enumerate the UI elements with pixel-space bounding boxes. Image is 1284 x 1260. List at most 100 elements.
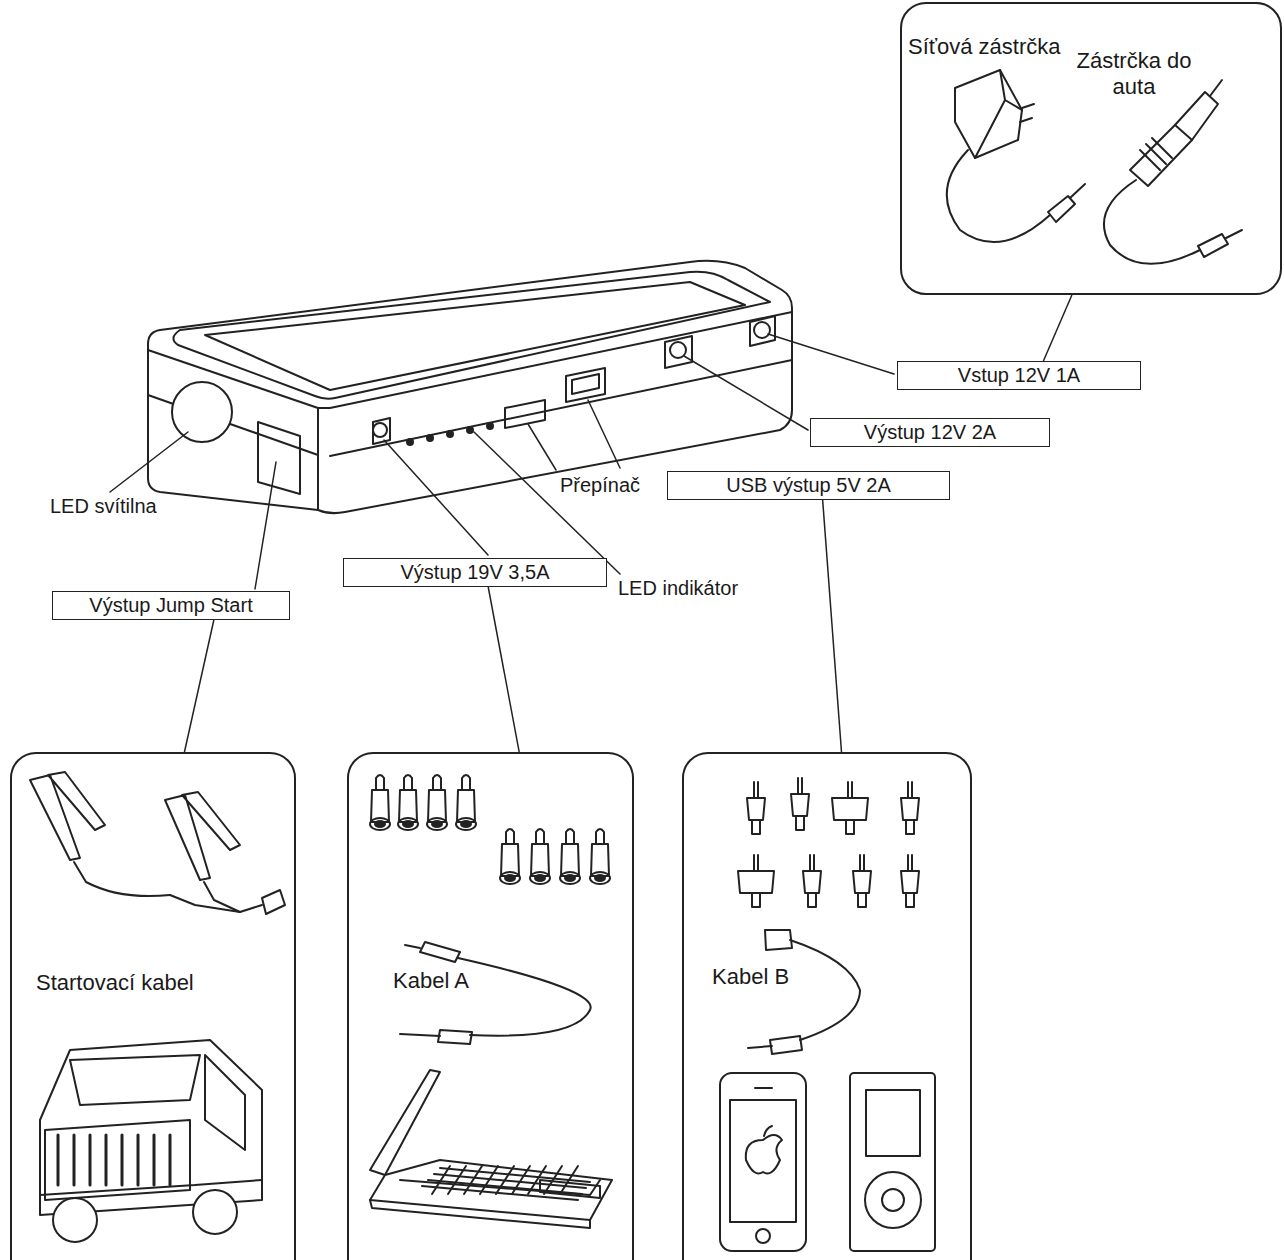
cable-a-part [438,1030,472,1044]
connector-line [184,620,213,752]
mp3-player-figure-part [882,1189,904,1211]
car-grille-part [57,1135,60,1185]
usb-tips-part [906,820,914,834]
phone-figure-part [746,1126,782,1174]
port-label-box: Vstup 12V 1A [897,361,1141,390]
keyboard-part [496,1166,514,1194]
power-bank-device-part [487,423,493,429]
wall-adapter-part [947,150,1050,242]
leader-line-part [384,440,488,555]
cable-b [748,930,860,1054]
laptop-tips [370,775,610,884]
laptop-tips-part [596,829,604,844]
usb-tips-part [803,871,821,893]
leader-line [110,334,894,589]
mp3-player-figure-part [850,1073,935,1251]
laptop-tips-part [535,875,545,881]
power-bank-device-part [407,439,413,445]
power-bank-device-part [572,374,599,394]
car-grille-part [153,1135,156,1185]
power-bank-device-part [505,400,545,428]
laptop-tips-part [560,872,580,884]
keyboard-part [464,1166,482,1194]
usb-tips-part [754,855,758,871]
phone-figure-part [756,1229,770,1243]
part-label: LED svítilna [50,494,157,518]
wall-adapter-part [975,70,1022,158]
mp3-player-figure-part [866,1090,920,1156]
laptop-tips-part [370,818,390,830]
keyboard-part [432,1166,450,1194]
power-bank-device-part [373,423,387,437]
laptop-tips-part [530,872,550,884]
usb-tips-part [908,855,912,871]
car-figure-part [40,1040,262,1215]
car-figure-part [53,1198,97,1242]
power-bank-device-part [566,368,605,402]
car-plug-part [1104,180,1200,264]
cable-b-part [770,1036,802,1054]
usb-tips-part [901,871,919,893]
port-label-box: Výstup 19V 3,5A [343,558,607,587]
usb-tips [738,778,919,907]
phone-figure [720,1073,806,1251]
laptop-tips-part [506,829,514,844]
usb-tips-part [798,778,802,794]
keyboard-part [448,1166,466,1194]
keyboard-part [560,1166,578,1194]
cable-a-part [400,1034,440,1036]
car-figure-part [70,1055,245,1150]
wall-adapter-part [955,70,1022,158]
jump-clamps [30,772,285,914]
usb-tips-part [738,871,774,893]
car-figure [40,1040,262,1242]
leader-line-part [588,400,620,468]
power-bank-device-part [750,316,775,346]
power-bank-device-part [447,431,453,437]
wall-adapter [947,70,1085,242]
power-bank-device-part [258,422,300,494]
car-grille-part [105,1135,108,1185]
laptop-figure-part [370,1200,590,1228]
usb-tips-part [796,816,804,830]
leader-line-part [255,462,276,589]
port-label-box: Výstup 12V 2A [810,418,1050,447]
keyboard [422,1166,590,1200]
mp3-player-figure [850,1073,935,1251]
car-grille-part [169,1135,172,1185]
car-plug-part [1210,80,1222,96]
keyboard-part [428,1180,582,1194]
leader-line-part [474,432,620,574]
connector-line [488,587,519,752]
power-bank-device-part [427,435,433,441]
car-plug-part [1198,234,1228,257]
laptop-tips-part [376,775,384,790]
usb-tips-part [752,820,760,834]
laptop-tips-part [505,875,515,881]
keyboard-part [480,1166,498,1194]
car-grille-part [73,1135,76,1185]
leader-line-part [528,424,556,470]
laptop-tips-part [403,821,413,827]
usb-tips-part [908,782,912,798]
laptop-tips-part [595,875,605,881]
power-bank-device-part [148,360,792,456]
jump-clamps-part [74,862,170,896]
usb-tips-part [858,893,866,907]
usb-tips-part [791,794,809,816]
usb-tips-part [860,855,864,871]
usb-tips-part [848,782,852,798]
leader-line-part [684,356,808,430]
usb-tips-part [810,855,814,871]
leader-line-part [768,334,894,374]
cable-a-part [420,942,460,962]
jump-clamps-part [262,890,285,914]
power-bank-device-part [665,336,692,368]
laptop-tips-part [461,821,471,827]
car-plug-part [1140,138,1172,170]
phone-figure-part [730,1100,796,1222]
mp3-player-figure-part [865,1172,921,1228]
cable-a-part [458,958,591,1036]
